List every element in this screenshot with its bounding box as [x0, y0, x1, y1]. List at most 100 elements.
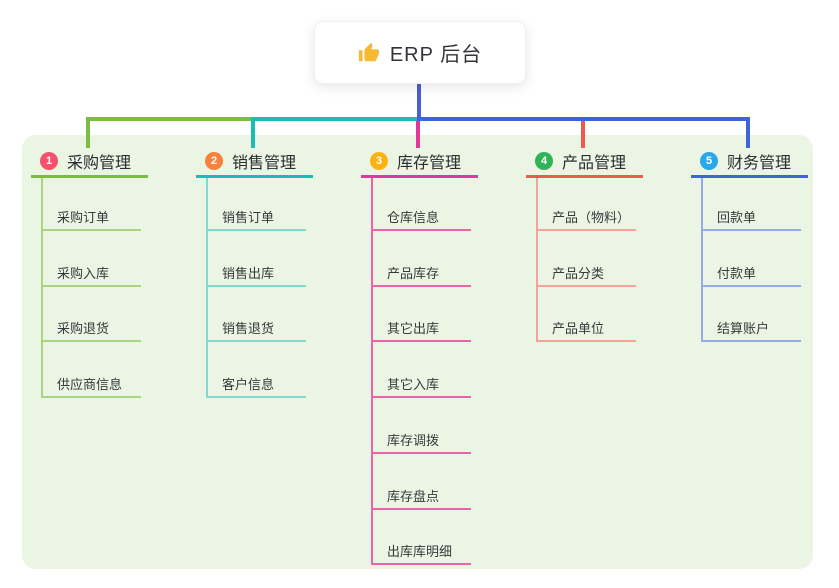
branch-number-badge: 4	[535, 152, 553, 170]
child-underline	[536, 229, 636, 231]
branch-child-spine	[371, 178, 373, 565]
branch-underline	[526, 175, 643, 178]
connector-bus-blue	[417, 117, 750, 121]
child-node: 出库库明细	[371, 541, 483, 566]
connector-drop-branch4	[581, 117, 585, 148]
connector-drop-branch3	[416, 117, 420, 148]
child-node: 库存调拨	[371, 430, 483, 455]
child-node-label: 付款单	[717, 266, 757, 281]
child-underline	[371, 396, 471, 398]
branch-number-badge: 1	[40, 152, 58, 170]
child-node: 其它入库	[371, 374, 483, 399]
child-node: 供应商信息	[41, 374, 153, 399]
child-node-label: 采购订单	[57, 210, 110, 225]
child-node-label: 销售退货	[222, 321, 275, 336]
child-node: 销售退货	[206, 318, 318, 343]
branch-underline	[196, 175, 313, 178]
child-node-label: 仓库信息	[387, 210, 440, 225]
child-node: 仓库信息	[371, 207, 483, 232]
child-node-label: 其它入库	[387, 377, 440, 392]
child-node: 采购订单	[41, 207, 153, 232]
branch-title-label: 库存管理	[397, 155, 462, 172]
connector-drop-branch1	[86, 117, 90, 148]
branch-title: 1 采购管理	[40, 149, 131, 173]
child-node-label: 供应商信息	[57, 377, 123, 392]
child-underline	[371, 229, 471, 231]
child-node: 销售出库	[206, 263, 318, 288]
child-node: 客户信息	[206, 374, 318, 399]
branch-child-spine	[206, 178, 208, 398]
branch-number-badge: 5	[700, 152, 718, 170]
child-node: 采购入库	[41, 263, 153, 288]
child-node: 库存盘点	[371, 486, 483, 511]
root-node-label: ERP 后台	[389, 44, 483, 66]
connector-drop-branch2	[251, 117, 255, 148]
branch-child-spine	[701, 178, 703, 342]
branch-underline	[691, 175, 808, 178]
child-node-label: 产品单位	[552, 321, 605, 336]
child-node: 产品分类	[536, 263, 648, 288]
branch-underline	[361, 175, 478, 178]
child-underline	[206, 285, 306, 287]
branch-number-badge: 3	[370, 152, 388, 170]
child-node-label: 出库库明细	[387, 544, 453, 559]
connector-root-stem	[417, 82, 421, 121]
child-node-label: 销售订单	[222, 210, 275, 225]
child-underline	[536, 340, 636, 342]
branch-title-label: 采购管理	[67, 155, 132, 172]
connector-bus-teal	[251, 117, 420, 121]
child-node: 回款单	[701, 207, 813, 232]
child-node-label: 客户信息	[222, 377, 275, 392]
branch-title: 2 销售管理	[205, 149, 296, 173]
child-node-label: 库存盘点	[387, 489, 440, 504]
branch-title-label: 产品管理	[562, 155, 627, 172]
child-underline	[371, 285, 471, 287]
child-node: 销售订单	[206, 207, 318, 232]
child-node-label: 其它出库	[387, 321, 440, 336]
child-underline	[536, 285, 636, 287]
child-node-label: 产品（物料）	[552, 210, 631, 225]
child-node-label: 回款单	[717, 210, 757, 225]
child-underline	[371, 508, 471, 510]
child-underline	[206, 340, 306, 342]
child-underline	[371, 340, 471, 342]
child-underline	[41, 396, 141, 398]
branch-title: 4 产品管理	[535, 149, 626, 173]
child-node: 产品（物料）	[536, 207, 648, 232]
child-underline	[371, 452, 471, 454]
child-node-label: 结算账户	[717, 321, 770, 336]
child-node-label: 采购退货	[57, 321, 110, 336]
child-underline	[206, 229, 306, 231]
connector-bus-green	[86, 117, 255, 121]
branch-underline	[31, 175, 148, 178]
child-node-label: 销售出库	[222, 266, 275, 281]
child-underline	[206, 396, 306, 398]
branch-title-label: 财务管理	[727, 155, 792, 172]
thumbs-up-icon	[358, 42, 379, 61]
child-underline	[41, 340, 141, 342]
child-underline	[701, 340, 801, 342]
child-node-label: 产品库存	[387, 266, 440, 281]
child-node: 采购退货	[41, 318, 153, 343]
child-underline	[41, 229, 141, 231]
child-node: 产品库存	[371, 263, 483, 288]
branch-number-badge: 2	[205, 152, 223, 170]
child-node-label: 库存调拨	[387, 433, 440, 448]
child-node: 付款单	[701, 263, 813, 288]
branch-title-label: 销售管理	[232, 155, 297, 172]
branch-child-spine	[41, 178, 43, 398]
branches-panel-background	[22, 135, 813, 569]
branch-child-spine	[536, 178, 538, 342]
child-node-label: 采购入库	[57, 266, 110, 281]
child-node-label: 产品分类	[552, 266, 605, 281]
root-node-erp-backend: ERP 后台	[314, 21, 526, 84]
child-underline	[701, 285, 801, 287]
branch-title: 5 财务管理	[700, 149, 791, 173]
child-underline	[371, 563, 471, 565]
child-node: 结算账户	[701, 318, 813, 343]
child-node: 其它出库	[371, 318, 483, 343]
child-underline	[41, 285, 141, 287]
child-underline	[701, 229, 801, 231]
child-node: 产品单位	[536, 318, 648, 343]
